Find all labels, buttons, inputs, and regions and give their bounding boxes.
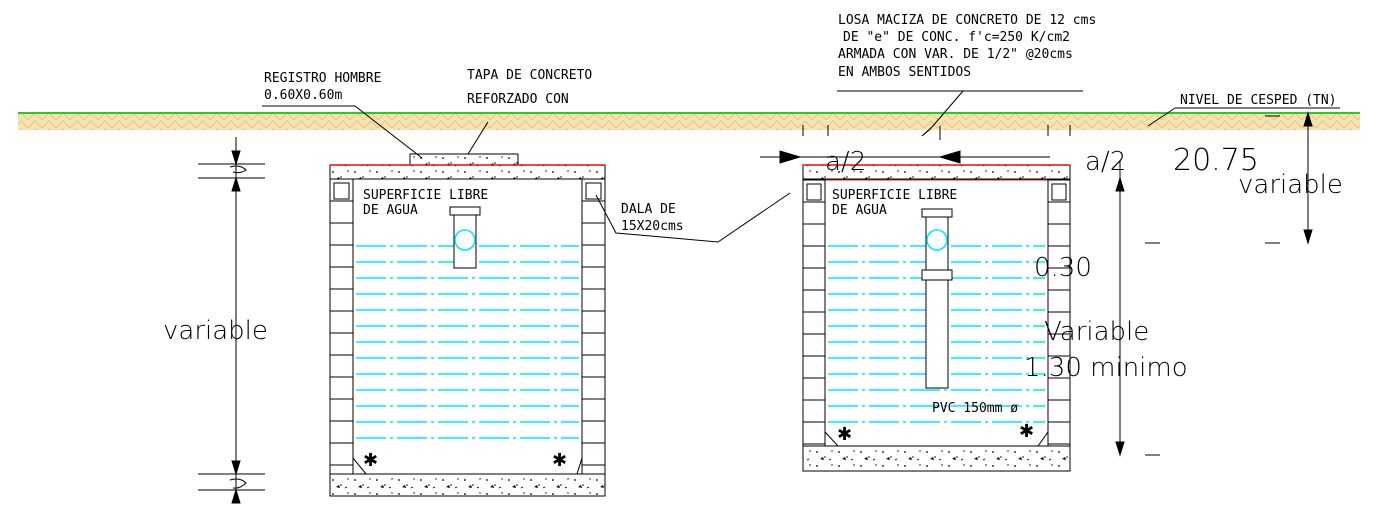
wall-block <box>581 442 606 466</box>
wall-block <box>581 376 606 400</box>
minimo-dim: 1.30 minimo <box>1024 353 1188 383</box>
wall-block <box>329 398 354 422</box>
wall-block <box>802 399 826 423</box>
left-variable-dim: variable <box>163 316 268 346</box>
wall-block <box>1047 399 1071 423</box>
pvc-label: PVC 150mm ø <box>932 401 1018 416</box>
wall-block <box>802 223 826 247</box>
wall-block <box>581 310 606 334</box>
wall-block <box>581 398 606 422</box>
wall-block <box>802 355 826 379</box>
nivel-label: NIVEL DE CESPED (TN) <box>1180 93 1337 108</box>
wall-block <box>802 289 826 313</box>
a-half-right: a/2 <box>1085 147 1126 177</box>
losa-label-2: DE "e" DE CONC. f'c=250 K/cm2 <box>843 30 1070 45</box>
wall-block <box>581 244 606 268</box>
right-tank: ✱ ✱ <box>802 164 1071 472</box>
wall-block <box>581 200 606 224</box>
wall-block <box>581 222 606 246</box>
wall-block <box>581 178 606 202</box>
wall-block <box>802 245 826 269</box>
wall-block <box>581 288 606 312</box>
wall-block <box>329 354 354 378</box>
wall-block <box>581 266 606 290</box>
wall-block <box>329 200 354 224</box>
wall-block <box>329 442 354 466</box>
losa-label-4: EN AMBOS SENTIDOS <box>838 65 971 80</box>
svg-text:✱: ✱ <box>837 424 852 445</box>
wall-block <box>329 222 354 246</box>
wall-block <box>1047 223 1071 247</box>
top-right-variable-dim: variable <box>1238 170 1343 200</box>
top-right-dim: 20.75 <box>1173 143 1259 178</box>
wall-block <box>329 420 354 444</box>
wall-blocks <box>802 179 826 447</box>
wall-block <box>581 420 606 444</box>
dala-label-2: 15X20cms <box>621 219 684 234</box>
superficie-right-2: DE AGUA <box>832 203 887 218</box>
variable-caps-dim: Variable <box>1044 317 1149 347</box>
wall-block <box>329 266 354 290</box>
svg-text:✱: ✱ <box>552 450 567 471</box>
wall-block <box>581 464 606 475</box>
water-lines <box>356 245 579 439</box>
leaders <box>198 90 1340 504</box>
tapa-label-2: REFORZADO CON <box>467 92 569 107</box>
wall-block <box>329 178 354 202</box>
registro-label-2: 0.60X0.60m <box>264 88 342 103</box>
registro-label-1: REGISTRO HOMBRE <box>264 71 381 86</box>
wall-block <box>329 376 354 400</box>
superficie-right-1: SUPERFICIE LIBRE <box>832 188 957 203</box>
svg-text:✱: ✱ <box>1019 421 1034 442</box>
wall-block <box>1047 179 1071 203</box>
annotations: REGISTRO HOMBRE 0.60X0.60m TAPA DE CONCR… <box>163 13 1343 416</box>
superficie-left-2: DE AGUA <box>363 203 418 218</box>
svg-text:✱: ✱ <box>363 450 378 471</box>
wall-block <box>802 377 826 401</box>
wall-block <box>802 311 826 335</box>
wall-block <box>802 421 826 445</box>
wall-block <box>802 179 826 203</box>
wall-block <box>329 310 354 334</box>
wall-block <box>802 201 826 225</box>
losa-label-1: LOSA MACIZA DE CONCRETO DE 12 cms <box>838 13 1096 28</box>
dim-030: 0.30 <box>1034 253 1092 283</box>
wall-block <box>1047 421 1071 445</box>
wall-block <box>1047 201 1071 225</box>
left-tank: ✱ ✱ <box>329 153 606 497</box>
a-half-left: a/2 <box>825 147 866 177</box>
wall-block <box>1047 289 1071 313</box>
wall-block <box>581 332 606 356</box>
wall-block <box>329 288 354 312</box>
wall-block <box>329 464 354 475</box>
wall-blocks <box>329 178 354 475</box>
losa-label-3: ARMADA CON VAR. DE 1/2" @20cms <box>838 47 1073 62</box>
tapa-label-1: TAPA DE CONCRETO <box>467 68 592 83</box>
wall-block <box>329 244 354 268</box>
wall-blocks <box>1047 179 1071 447</box>
wall-block <box>802 333 826 357</box>
dala-label-1: DALA DE <box>621 202 676 217</box>
wall-blocks <box>581 178 606 475</box>
wall-block <box>802 267 826 291</box>
wall-block <box>581 354 606 378</box>
ground <box>18 112 1360 130</box>
wall-block <box>329 332 354 356</box>
superficie-left-1: SUPERFICIE LIBRE <box>363 188 488 203</box>
